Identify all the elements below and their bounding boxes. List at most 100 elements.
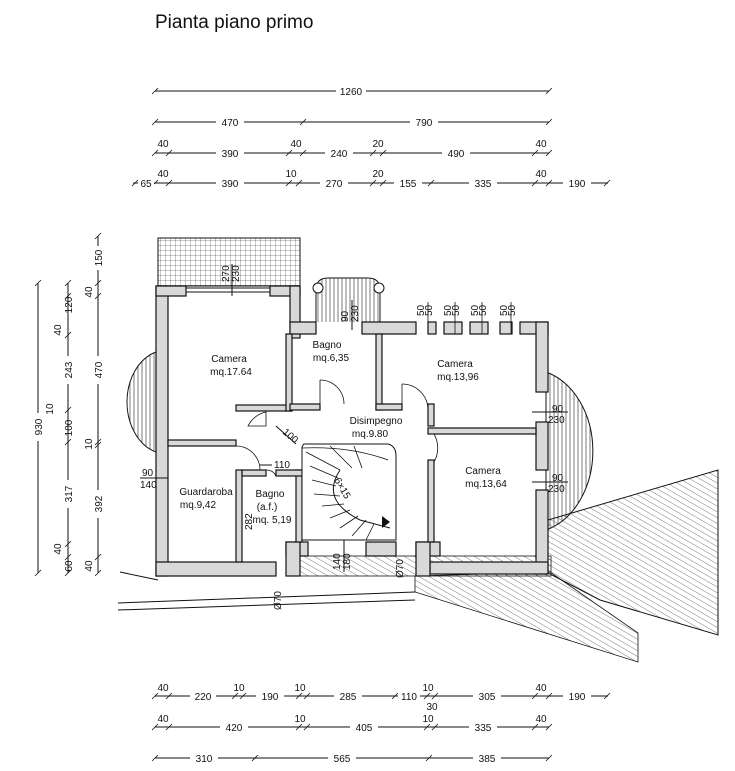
dim-bottom: 190 <box>569 692 586 703</box>
inner-dimensions: 270 230 90 230 50 50 50 50 50 50 50 50 1… <box>140 265 568 610</box>
window-north <box>186 264 270 296</box>
dim-left: 40 <box>84 560 95 572</box>
dim-bottom: 110 <box>401 692 417 703</box>
dim-top: 10 <box>285 169 297 180</box>
dim-left: 243 <box>64 361 75 378</box>
room-area: mq.13,64 <box>465 479 507 490</box>
dim-left: 40 <box>84 286 95 298</box>
room-name: Camera <box>437 359 473 370</box>
dim-top: 270 <box>326 179 343 190</box>
dim-top: 490 <box>448 149 465 160</box>
room-area: mq.9,42 <box>180 500 217 511</box>
dim-top: 390 <box>222 149 239 160</box>
dim-bottom: 305 <box>479 692 496 703</box>
dim-label: 50 <box>499 304 510 316</box>
dim-bottom: 30 <box>426 702 438 713</box>
dim-label: 230 <box>548 484 565 495</box>
dim-label: 50 <box>507 304 518 316</box>
dim-total-height: 930 <box>34 418 45 435</box>
dim-bottom: 565 <box>334 754 351 765</box>
dim-label: 110 <box>274 460 290 471</box>
dim-top: 40 <box>535 139 547 150</box>
room-area: mq.17.64 <box>210 367 252 378</box>
dim-bottom: 40 <box>157 714 169 725</box>
room-area: mq.9.80 <box>352 429 389 440</box>
dim-left: 150 <box>94 249 105 266</box>
dim-left: 120 <box>64 296 75 313</box>
walls <box>155 285 549 577</box>
dim-label: 100 <box>280 427 300 446</box>
dim-bottom: 335 <box>475 723 492 734</box>
dim-label: 50 <box>424 304 435 316</box>
dim-top: 190 <box>569 179 586 190</box>
room-sub: (a.f.) <box>257 502 278 513</box>
dim-top: 390 <box>222 179 239 190</box>
dim-top: 40 <box>157 169 169 180</box>
dim-label: Ø70 <box>273 591 284 610</box>
room-name: Bagno <box>313 340 342 351</box>
dim-bottom: 420 <box>226 723 243 734</box>
spiral-stair <box>301 443 397 541</box>
dim-bottom: 385 <box>479 754 496 765</box>
dim-bottom: 40 <box>157 683 169 694</box>
dim-left: 40 <box>53 543 64 555</box>
dim-left: 100 <box>64 419 75 436</box>
dim-bottom: 40 <box>535 714 547 725</box>
room-name: Disimpegno <box>350 416 403 427</box>
dim-total-width: 1260 <box>340 87 363 98</box>
plan-title: Pianta piano primo <box>155 12 313 33</box>
dim-top: 470 <box>222 118 239 129</box>
exterior-features <box>117 237 719 663</box>
dim-bottom: 10 <box>294 714 306 725</box>
dim-label: Ø70 <box>395 559 406 578</box>
room-name: Bagno <box>256 489 285 500</box>
room-area: mq. 5,19 <box>253 515 292 526</box>
dim-label: 50 <box>443 304 454 316</box>
dim-top: 790 <box>416 118 433 129</box>
door-swings <box>235 379 439 477</box>
dim-top: 40 <box>290 139 302 150</box>
room-labels: Camera mq.17.64 Bagno mq.6,35 Camera mq.… <box>179 340 507 526</box>
dim-top: 65 <box>140 179 152 190</box>
dim-bottom: 285 <box>340 692 357 703</box>
dim-left: 317 <box>64 485 75 502</box>
dim-label: 230 <box>350 305 361 322</box>
room-area: mq.13,96 <box>437 372 479 383</box>
dim-top: 335 <box>475 179 492 190</box>
dim-bottom: 190 <box>262 692 279 703</box>
dim-label: 50 <box>470 304 481 316</box>
dim-bottom: 10 <box>294 683 306 694</box>
dim-label: 270 <box>221 265 232 282</box>
dim-label: 140 <box>140 480 157 491</box>
dim-left: 60 <box>64 560 75 572</box>
dim-bottom: 220 <box>195 692 212 703</box>
dim-left: 392 <box>94 495 105 512</box>
dim-top: 155 <box>400 179 417 190</box>
dim-bottom: 10 <box>422 683 434 694</box>
room-name: Camera <box>465 466 501 477</box>
dim-top: 20 <box>372 139 384 150</box>
bottom-dimensions: 40 220 10 190 10 285 110 10 30 305 40 19… <box>151 683 611 765</box>
dim-label: 50 <box>416 304 427 316</box>
dim-top: 240 <box>331 149 348 160</box>
dim-label: 50 <box>478 304 489 316</box>
dim-label: 282 <box>244 513 255 530</box>
dim-label: 140 <box>332 553 343 570</box>
dim-bottom: 10 <box>422 714 434 725</box>
dim-label: 50 <box>451 304 462 316</box>
dim-bottom: 10 <box>233 683 245 694</box>
top-dimensions: 1260 470 790 40 390 40 240 20 490 40 65 … <box>131 85 611 190</box>
dim-label: 180 <box>342 553 353 570</box>
dim-top: 40 <box>535 169 547 180</box>
dim-left: 10 <box>84 438 95 450</box>
dim-bottom: 405 <box>356 723 373 734</box>
dim-label: 90 <box>142 468 154 479</box>
room-name: Camera <box>211 354 247 365</box>
left-dimensions: 930 40 243 10 317 40 120 100 60 150 40 4… <box>32 232 105 577</box>
dim-label: 230 <box>548 415 565 426</box>
dim-left: 470 <box>94 361 105 378</box>
dim-label: 90 <box>552 404 564 415</box>
dim-label: 90 <box>340 310 351 322</box>
dim-top: 40 <box>157 139 169 150</box>
room-name: Guardaroba <box>179 487 233 498</box>
